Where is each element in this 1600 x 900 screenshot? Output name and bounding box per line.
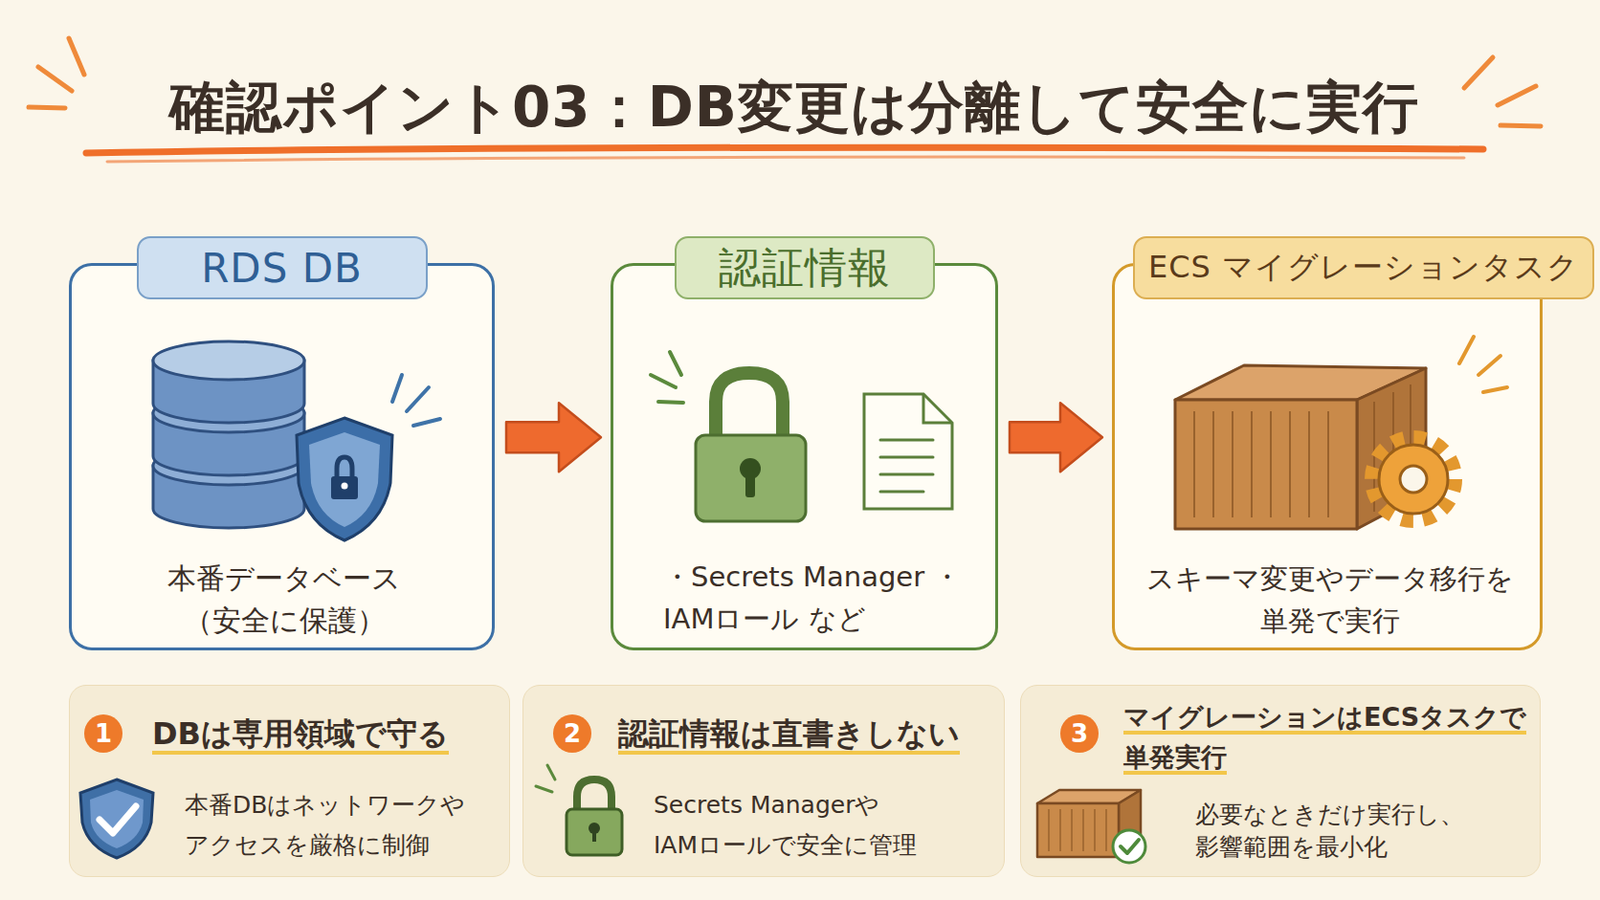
panel-title-text: ECS マイグレーションタスク (1148, 246, 1579, 289)
card-body-text: Secrets Managerや IAMロールで安全に管理 (653, 791, 917, 860)
callout-number: 2 (553, 714, 592, 754)
callout-number-text: 2 (563, 719, 581, 749)
title-underline (86, 147, 1484, 162)
callout-number-text: 3 (1070, 719, 1089, 749)
card-heading: マイグレーションはECSタスクで 単発実行 (1123, 697, 1564, 778)
panel-body-text: スキーマ変更やデータ移行を 単発で実行 (1146, 562, 1514, 638)
title-accent-part (1500, 125, 1541, 127)
title-accent-part (28, 107, 66, 109)
title-accent-part (1464, 57, 1493, 89)
callout-number-text: 1 (94, 719, 112, 749)
flow-arrow (506, 402, 601, 472)
panel-title: ECS マイグレーションタスク (1133, 236, 1595, 300)
panel-box: 認証情報・Secrets Manager ・IAMロール など (610, 263, 999, 651)
callout-number: 3 (1060, 714, 1099, 754)
card-body: 必要なときだけ実行し、 影響範囲を最小化 (1195, 799, 1512, 865)
card-heading-text: マイグレーションはECSタスクで 単発実行 (1123, 702, 1527, 776)
card-heading: 認証情報は直書きしない (618, 713, 992, 755)
card-heading-text: DBは専用領域で守る (152, 715, 449, 756)
flow-arrow (1009, 402, 1103, 472)
point-card: 2 認証情報は直書きしない Secrets Managerや IAMロールで安全に管… (522, 685, 1005, 878)
title-underline-part (107, 156, 1465, 162)
card-heading: DBは専用領域で守る (152, 713, 497, 755)
card-body-text: 必要なときだけ実行し、 影響範囲を最小化 (1195, 800, 1465, 862)
title-underline-part (86, 147, 1484, 154)
panel-title-text: RDS DB (200, 244, 363, 292)
panel-title: RDS DB (136, 236, 428, 300)
panel-body-text: ・Secrets Manager ・IAMロール など (663, 560, 961, 636)
title-accent-part (38, 66, 72, 91)
panel-box: RDS DB本番データベース （安全に保護） (68, 263, 495, 651)
diagram-title: 確認ポイント03：DB変更は分離して安全に実行 (57, 68, 1532, 146)
card-body: 本番DBはネットワークや アクセスを厳格に制御 (184, 785, 487, 867)
panel-body-text: 本番データベース （安全に保護） (167, 561, 401, 638)
title-accent-part (1497, 86, 1536, 106)
callout-number: 1 (84, 714, 123, 754)
panel-body: ・Secrets Manager ・IAMロール など (663, 555, 979, 641)
panel-box: ECS マイグレーションタスクスキーマ変更やデータ移行を 単発で実行 (1111, 263, 1543, 651)
card-body: Secrets Managerや IAMロールで安全に管理 (653, 785, 941, 867)
card-body-text: 本番DBはネットワークや アクセスを厳格に制御 (184, 791, 466, 860)
panel-title-text: 認証情報 (718, 240, 891, 297)
point-card: 3 マイグレーションはECSタスクで 単発実行必要なときだけ実行し、 影響範囲を最… (1020, 685, 1541, 878)
title-accent-part (68, 38, 85, 75)
panel-title: 認証情報 (674, 236, 935, 300)
panel-body: スキーマ変更やデータ移行を 単発で実行 (1138, 557, 1522, 643)
point-card: 1 DBは専用領域で守る本番DBはネットワークや アクセスを厳格に制御 (68, 685, 511, 878)
panel-body: 本番データベース （安全に保護） (126, 557, 443, 643)
card-heading-text: 認証情報は直書きしない (618, 715, 960, 756)
